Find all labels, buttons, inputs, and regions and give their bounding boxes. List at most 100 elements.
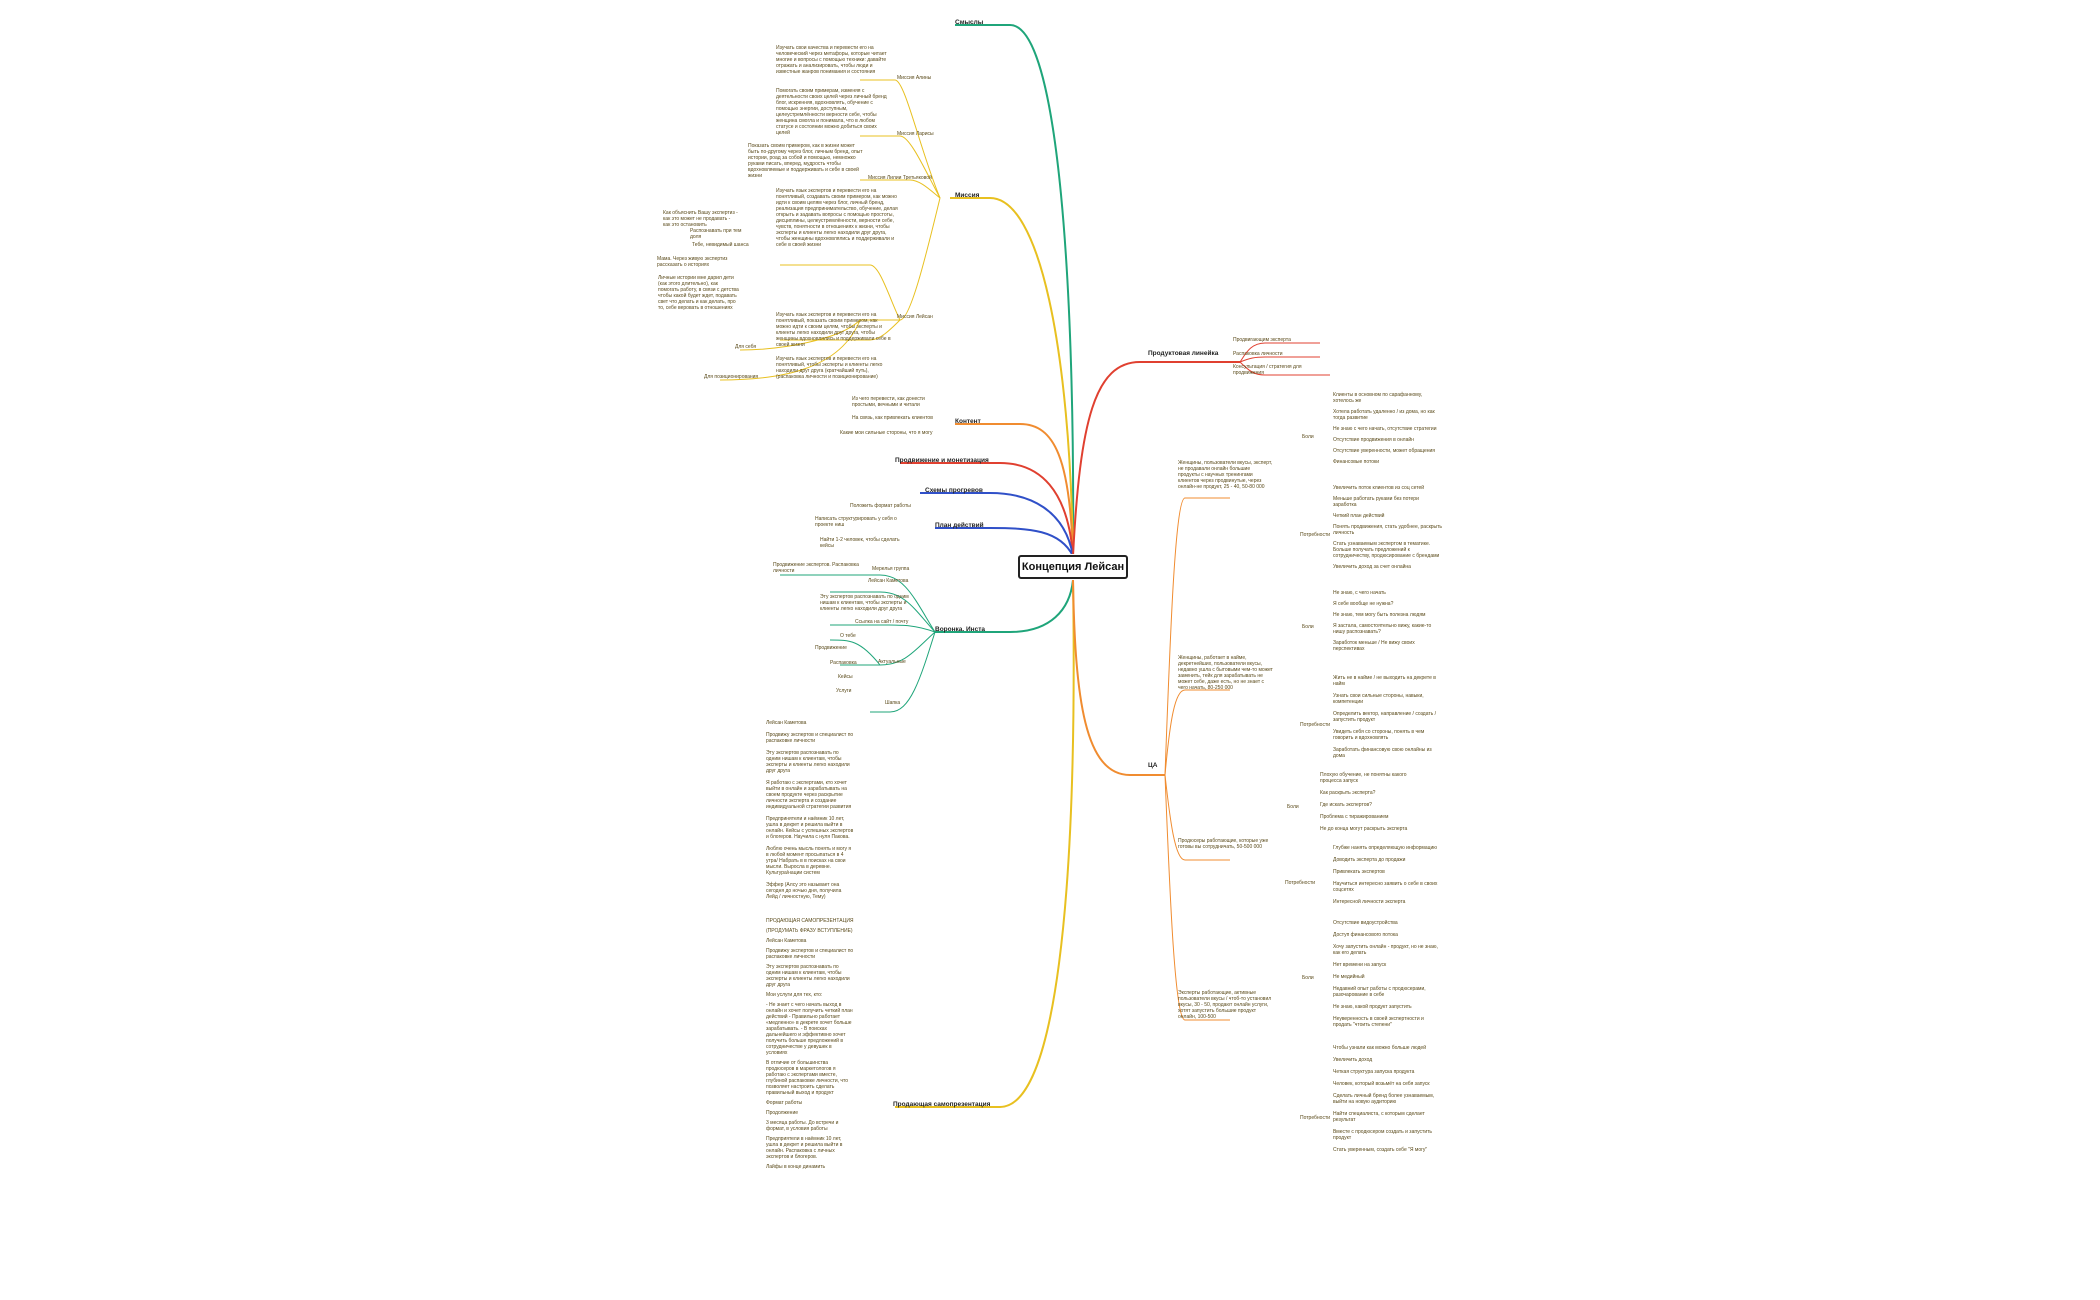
- branch-kontent[interactable]: Контент: [955, 418, 981, 425]
- branch-shemy[interactable]: Схемы прогревов: [925, 487, 983, 494]
- ca-leaf[interactable]: Увеличить доход за счет онлайна: [1333, 564, 1411, 570]
- ca-s3-pain-label[interactable]: Боли: [1287, 804, 1299, 810]
- missiya-left-text: Тебе, невидимый шанса: [692, 242, 749, 248]
- voronka-unpack[interactable]: Распаковка: [830, 660, 857, 666]
- ca-leaf[interactable]: Клиенты в основном по сарафанному, хотел…: [1333, 392, 1423, 404]
- branch-smysly[interactable]: Смыслы: [955, 19, 983, 26]
- ca-s4-need-label[interactable]: Потребности: [1300, 1115, 1330, 1121]
- lineika-label: Распаковка личности: [1233, 351, 1283, 357]
- ca-s1-need-label[interactable]: Потребности: [1300, 532, 1330, 538]
- lineika-item-3[interactable]: Консультация / стратегия для продвижения: [1233, 364, 1313, 376]
- ca-leaf[interactable]: Хочу запустить онлайн - продукт, но не з…: [1333, 944, 1438, 956]
- ca-leaf[interactable]: Как раскрыть эксперта?: [1320, 790, 1376, 796]
- ca-leaf[interactable]: Привлекать экспертов: [1333, 869, 1385, 875]
- ca-leaf[interactable]: Хотела работать удаленно / из дома, но к…: [1333, 409, 1435, 421]
- ca-segment-4[interactable]: Эксперты работающие, активные пользовате…: [1178, 990, 1273, 1020]
- ca-leaf[interactable]: Человек, который возьмёт на себя запуск: [1333, 1081, 1430, 1087]
- branch-ca-label: ЦА: [1148, 762, 1158, 769]
- ca-segment-2[interactable]: Женщины, работает в найме, декретнейших,…: [1178, 655, 1273, 691]
- ca-leaf[interactable]: Узнать свои сильные стороны, навыки, ком…: [1333, 693, 1424, 705]
- ca-leaf[interactable]: Глубже нанять определяющую информацию: [1333, 845, 1438, 851]
- ca-leaf[interactable]: Четкая структура запуска продукта: [1333, 1069, 1415, 1075]
- samoprez-line: В отличие от большинства продюсеров в ма…: [766, 1060, 849, 1096]
- branch-voronka[interactable]: Воронка. Инста: [935, 626, 985, 633]
- branch-prodvizhenie[interactable]: Продвижение и монетизация: [895, 457, 989, 464]
- ca-leaf[interactable]: Недавний опыт работы с продюсерами, разо…: [1333, 986, 1426, 998]
- voronka-actual[interactable]: Актуальные: [878, 659, 906, 665]
- missiya-sub-alina[interactable]: Миссия Алины: [897, 75, 931, 81]
- ca-s2-pain-label[interactable]: Боли: [1302, 624, 1314, 630]
- voronka-kametova[interactable]: Лейсан Каметова: [868, 578, 908, 584]
- ca-leaf[interactable]: Меньше работать руками без потери зарабо…: [1333, 496, 1419, 508]
- missiya-sub-positioning[interactable]: Для позиционирования: [704, 374, 758, 380]
- ca-leaf[interactable]: Увеличить доход: [1333, 1057, 1373, 1063]
- ca-leaf[interactable]: Плохую обучение, не понятны какого проце…: [1320, 772, 1407, 784]
- ca-s3-need-label[interactable]: Потребности: [1285, 880, 1315, 886]
- ca-leaf[interactable]: Не знаю, с чего начать: [1333, 590, 1386, 596]
- ca-leaf[interactable]: Найти специалиста, с которым сделает рез…: [1333, 1111, 1425, 1123]
- missiya-sub-liliya[interactable]: Миссия Лилии Третьяковой: [868, 175, 932, 181]
- ca-s4-pain-label[interactable]: Боли: [1302, 975, 1314, 981]
- branch-ca[interactable]: ЦА: [1148, 762, 1157, 769]
- ca-leaf[interactable]: Увеличить поток клиентов из соц сетей: [1333, 485, 1425, 491]
- plan-item-1[interactable]: Положить формат работы: [850, 503, 940, 509]
- ca-leaf[interactable]: Отсутствие видоустройства: [1333, 920, 1398, 926]
- ca-segment-1[interactable]: Женщины, пользователи вкусы, эксперт, не…: [1178, 460, 1273, 490]
- kontent-item-3[interactable]: Какие мои сильные стороны, что я могу: [840, 430, 938, 436]
- ca-leaf[interactable]: Нет времени на запуск: [1333, 962, 1387, 968]
- ca-leaf[interactable]: Не знаю, тем могу быть полезна людям: [1333, 612, 1426, 618]
- voronka-link[interactable]: Ссылка на сайт / почту: [855, 619, 908, 625]
- voronka-promo[interactable]: Продвижение: [815, 645, 847, 651]
- voronka-services[interactable]: Услуги: [836, 688, 851, 694]
- plan-item-3[interactable]: Найти 1-2 человек, чтобы сделать кейсы: [820, 537, 912, 549]
- ca-leaf[interactable]: Доводить эксперта до продажи: [1333, 857, 1406, 863]
- branch-samoprez[interactable]: Продающая самопрезентация: [893, 1101, 990, 1108]
- voronka-cases[interactable]: Кейсы: [838, 674, 853, 680]
- missiya-sub-larisa[interactable]: Миссия Ларисы: [897, 131, 934, 137]
- missiya-sub-self[interactable]: Для себя: [735, 344, 756, 350]
- ca-leaf[interactable]: Доступ финансового потока: [1333, 932, 1398, 938]
- root-node[interactable]: Концепция Лейсан: [1018, 555, 1128, 579]
- ca-leaf[interactable]: Заработать финансовую свою онлайны из до…: [1333, 747, 1432, 759]
- ca-leaf[interactable]: Не до конца могут раскрыть эксперта: [1320, 826, 1408, 832]
- ca-leaf[interactable]: Отсутствие продвижения в онлайн: [1333, 437, 1414, 443]
- voronka-shapka[interactable]: Шапка: [885, 700, 900, 706]
- ca-leaf[interactable]: Стать уверенным, создать себе "Я могу": [1333, 1147, 1428, 1153]
- ca-leaf[interactable]: Где искать экспертов?: [1320, 802, 1372, 808]
- ca-leaf[interactable]: Я застала, самостоятельно вижу, какие-то…: [1333, 623, 1432, 635]
- ca-leaf[interactable]: Увидеть себя со стороны, понять в чем го…: [1333, 729, 1425, 741]
- ca-leaf[interactable]: Чтобы узнали как можно больше людей: [1333, 1045, 1427, 1051]
- ca-leaf[interactable]: Четкий план действий: [1333, 513, 1385, 519]
- branch-plan[interactable]: План действий: [935, 522, 984, 529]
- ca-leaf[interactable]: Вместе с продюсером создать и запустить …: [1333, 1129, 1433, 1141]
- ca-leaf[interactable]: Стать узнаваемым экспертом в тематике. Б…: [1333, 541, 1440, 559]
- lineika-item-1[interactable]: Продвигающим эксперта: [1233, 337, 1291, 343]
- ca-s1-pain-label[interactable]: Боли: [1302, 434, 1314, 440]
- kontent-item-1[interactable]: Из чего перевести, как донести простыми,…: [852, 396, 944, 408]
- missiya-sub-leysan[interactable]: Миссия Лейсан: [897, 314, 933, 320]
- lineika-item-2[interactable]: Распаковка личности: [1233, 351, 1283, 357]
- ca-leaf[interactable]: Научиться интересно заявить о себе в сво…: [1333, 881, 1438, 893]
- ca-leaf[interactable]: Определить вектор, направление / создать…: [1333, 711, 1437, 723]
- ca-leaf[interactable]: Не знаю, какой продукт запустить: [1333, 1004, 1412, 1010]
- ca-leaf[interactable]: Понять продвижения, стать удобнее, раскр…: [1333, 524, 1443, 536]
- ca-leaf[interactable]: Неуверенность в своей экспертности и про…: [1333, 1016, 1424, 1028]
- branch-missiya[interactable]: Миссия: [955, 192, 979, 199]
- ca-leaf[interactable]: Заработок меньше / Не вижу своих перспек…: [1333, 640, 1415, 652]
- ca-leaf[interactable]: Отсутствие уверенности, может обращения: [1333, 448, 1435, 454]
- ca-leaf[interactable]: Финансовые потоки: [1333, 459, 1380, 465]
- kontent-item-2[interactable]: На связь, как привлекать клиентов: [852, 415, 944, 421]
- plan-item-2[interactable]: Написать структурировать у себя о проект…: [815, 516, 907, 528]
- voronka-mereliya[interactable]: Мерелья группа: [872, 566, 909, 572]
- ca-leaf[interactable]: Проблема с тиражированием: [1320, 814, 1389, 820]
- ca-leaf[interactable]: Сделать личный бренд более узнаваемым, в…: [1333, 1093, 1435, 1105]
- branch-lineika[interactable]: Продуктовая линейка: [1148, 350, 1218, 357]
- ca-leaf[interactable]: Жить не в найме / не выходить на декрете…: [1333, 675, 1436, 687]
- ca-leaf[interactable]: Интересной личности эксперта: [1333, 899, 1406, 905]
- ca-leaf[interactable]: Не медийный: [1333, 974, 1365, 980]
- ca-leaf[interactable]: Не знаю с чего начать, отсутствие страте…: [1333, 426, 1437, 432]
- ca-segment-3[interactable]: Продюсеры работающие, которые уже готовы…: [1178, 838, 1273, 850]
- ca-leaf[interactable]: Я себе вообще не нужна?: [1333, 601, 1394, 607]
- ca-s2-need-label[interactable]: Потребности: [1300, 722, 1330, 728]
- voronka-about[interactable]: О тебе: [840, 633, 856, 639]
